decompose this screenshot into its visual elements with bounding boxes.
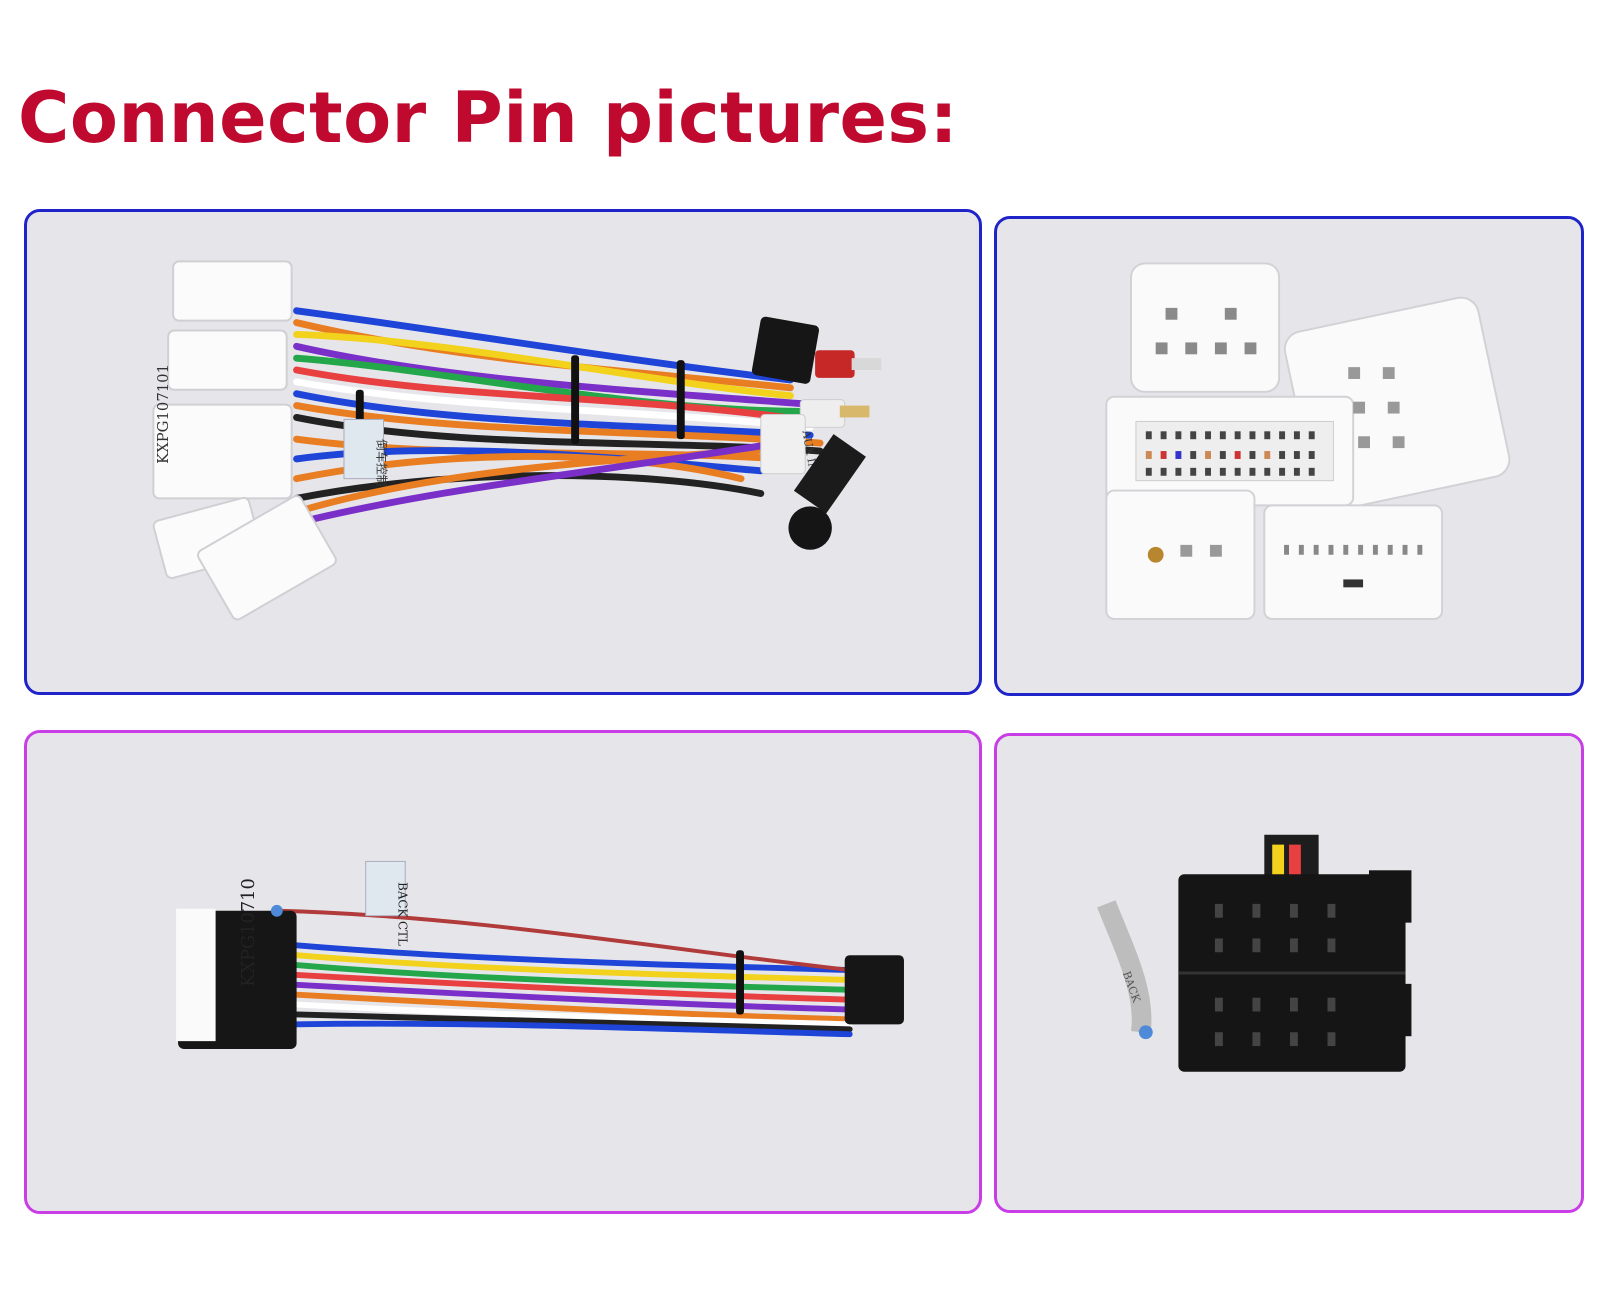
photo-harness-white-connectors: KXPG107101 倒车控制 AUX IN R	[24, 209, 982, 695]
connector-faces-illustration	[997, 219, 1581, 693]
iso-harness-illustration: KXPG10710 BACK CTL	[29, 733, 977, 1211]
iso-connector-face-illustration: BACK	[997, 736, 1581, 1210]
page-title: Connector Pin pictures:	[18, 77, 959, 159]
harness-label-part-number: KXPG107101	[155, 364, 172, 464]
photo-iso-connector-face: BACK	[994, 733, 1584, 1213]
iso-label-tag: BACK CTL	[395, 882, 409, 946]
harness-illustration: KXPG107101 倒车控制 AUX IN R	[29, 212, 977, 692]
harness-label-tag: 倒车控制	[375, 439, 389, 486]
photo-iso-harness: KXPG10710 BACK CTL	[24, 730, 982, 1214]
photo-white-connector-faces	[994, 216, 1584, 696]
iso-label-part-number: KXPG10710	[239, 878, 259, 987]
